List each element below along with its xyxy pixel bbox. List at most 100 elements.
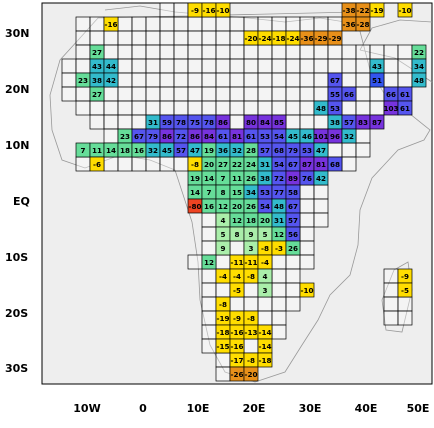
grid-cell-value: 32 xyxy=(232,146,242,155)
grid-cell xyxy=(327,156,343,172)
grid-cell xyxy=(397,2,413,18)
grid-cell-empty xyxy=(299,114,315,130)
grid-cell-value: 24 xyxy=(246,160,256,169)
grid-cell-empty xyxy=(117,72,133,88)
grid-cell-value: 31 xyxy=(274,216,284,225)
grid-cell-value: 81 xyxy=(316,160,326,169)
grid-cell-empty xyxy=(61,72,77,88)
grid-cell-value: 36 xyxy=(218,146,228,155)
x-label-0: 0 xyxy=(139,402,147,415)
grid-cell-empty xyxy=(145,156,161,172)
grid-cell-value: -14 xyxy=(259,328,272,337)
y-label-10n: 10N xyxy=(5,139,30,152)
grid-cell-value: 53 xyxy=(302,146,312,155)
grid-cell-empty xyxy=(355,86,371,102)
grid-cell-value: 86 xyxy=(218,118,228,127)
grid-cell-empty xyxy=(243,72,259,88)
grid-cell-empty xyxy=(117,100,133,116)
grid-cell-empty xyxy=(173,156,189,172)
grid-cell-empty xyxy=(75,44,91,60)
grid-cell-value: 57 xyxy=(176,146,186,155)
grid-cell-empty xyxy=(299,184,315,200)
grid-cell-value: 61 xyxy=(218,132,228,141)
grid-cell-empty xyxy=(299,58,315,74)
x-axis: 10W 0 10E 20E 30E 40E 50E xyxy=(73,402,429,415)
grid-cell-value: 12 xyxy=(232,216,242,225)
grid-cell-value: 14 xyxy=(106,146,116,155)
grid-cell-empty xyxy=(201,282,217,298)
grid-cell-value: 57 xyxy=(344,118,354,127)
grid-cell-value: 16 xyxy=(204,202,214,211)
grid-cell-empty xyxy=(355,128,371,144)
grid-cell-empty xyxy=(229,86,245,102)
grid-cell-value: -38 xyxy=(343,6,356,15)
grid-cell-value: -15 xyxy=(217,342,230,351)
grid-cell-empty xyxy=(75,16,91,32)
grid-cell-value: 66 xyxy=(386,90,396,99)
grid-cell-empty xyxy=(103,156,119,172)
grid-cell-empty xyxy=(369,44,385,60)
grid-cell-empty xyxy=(271,254,287,270)
grid-cell-value: 43 xyxy=(372,62,382,71)
grid-cell-empty xyxy=(243,338,259,354)
grid-cell xyxy=(341,86,357,102)
grid-cell-value: 38 xyxy=(260,174,270,183)
grid-cell-value: -6 xyxy=(93,160,101,169)
grid-cell-value: -4 xyxy=(261,258,269,267)
grid-cell-empty xyxy=(215,16,231,32)
grid-cell-empty xyxy=(61,58,77,74)
grid-cell-empty xyxy=(341,100,357,116)
grid-cell-empty xyxy=(187,16,203,32)
grid-cell-value: -9 xyxy=(233,314,241,323)
grid-cell-empty xyxy=(397,310,413,326)
grid-cell-value: -18 xyxy=(259,356,272,365)
grid-cell-empty xyxy=(271,58,287,74)
grid-cell xyxy=(411,72,427,88)
grid-cell-empty xyxy=(159,86,175,102)
grid-cell-value: -14 xyxy=(259,342,272,351)
grid-cell-value: 12 xyxy=(204,258,214,267)
grid-cell xyxy=(397,282,413,298)
grid-cell-empty xyxy=(103,100,119,116)
grid-cell-empty xyxy=(61,86,77,102)
grid-cell-value: -24 xyxy=(259,34,272,43)
grid-cell-empty xyxy=(271,310,287,326)
grid-cell-value: -9 xyxy=(191,6,199,15)
grid-cell xyxy=(215,240,231,256)
grid-cell-empty xyxy=(173,2,189,18)
grid-cell-value: -4 xyxy=(219,272,227,281)
grid-cell-empty xyxy=(341,72,357,88)
grid-cell xyxy=(103,16,119,32)
grid-cell-value: 85 xyxy=(274,118,284,127)
grid-cell-value: 103 xyxy=(383,104,398,113)
grid-cell-empty xyxy=(369,100,385,116)
grid-cell-empty xyxy=(187,44,203,60)
grid-cell-empty xyxy=(355,72,371,88)
grid-cell-value: 38 xyxy=(92,76,102,85)
grid-cell-empty xyxy=(145,16,161,32)
grid-cell-empty xyxy=(201,16,217,32)
grid-cell-empty xyxy=(243,44,259,60)
grid-cell-value: 34 xyxy=(246,188,256,197)
grid-cell-value: 11 xyxy=(92,146,102,155)
grid-cell-empty xyxy=(131,16,147,32)
grid-cell-value: -16 xyxy=(231,328,244,337)
y-label-20n: 20N xyxy=(5,83,30,96)
grid-cell-value: 101 xyxy=(313,132,328,141)
grid-cell-empty xyxy=(271,282,287,298)
grid-cell-empty xyxy=(313,58,329,74)
grid-cell xyxy=(89,86,105,102)
grid-cell-empty xyxy=(201,338,217,354)
grid-cell-value: 68 xyxy=(274,146,284,155)
grid-cell-empty xyxy=(159,156,175,172)
grid-cell-empty xyxy=(383,44,399,60)
y-axis: 30N 20N 10N EQ 10S 20S 30S xyxy=(5,27,30,375)
grid-cell-empty xyxy=(229,296,245,312)
grid-cell-empty xyxy=(229,240,245,256)
grid-cell-empty xyxy=(215,58,231,74)
grid-cell-empty xyxy=(299,198,315,214)
grid-cell-value: 46 xyxy=(302,132,312,141)
grid-cell-value: 23 xyxy=(78,76,88,85)
grid-cell-value: -10 xyxy=(301,286,314,295)
grid-cell xyxy=(103,72,119,88)
